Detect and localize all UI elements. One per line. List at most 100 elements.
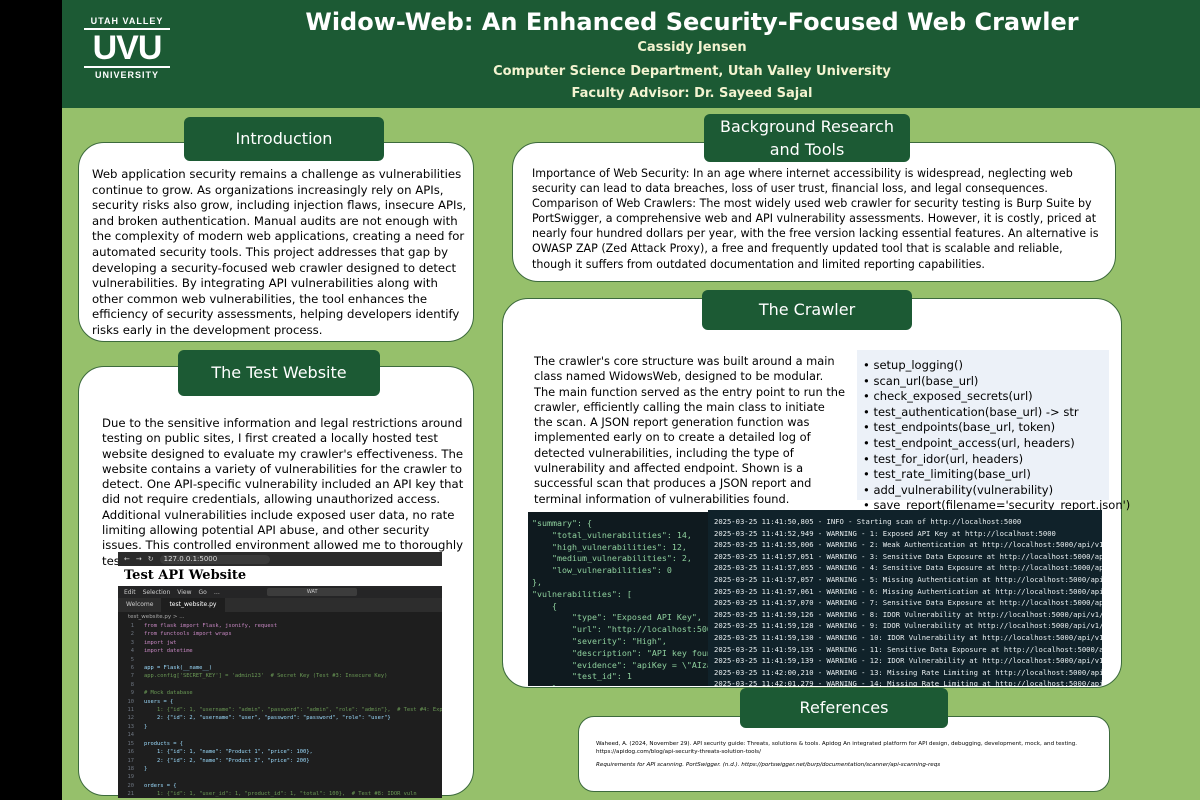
terminal-line: 2025-03-25 11:41:57,051 - WARNING - 3: S… <box>714 551 1102 561</box>
author-name: Cassidy Jensen <box>637 40 747 55</box>
terminal-line: 2025-03-25 11:41:59,126 - WARNING - 8: I… <box>714 609 1102 619</box>
menu-item[interactable]: … <box>213 588 220 596</box>
json-line: "test_id": 1 <box>532 671 632 682</box>
logo-top-text: UTAH VALLEY <box>84 16 170 30</box>
terminal-line: 2025-03-25 11:42:00,210 - WARNING - 13: … <box>714 667 1102 677</box>
introduction-body: Web application security remains a chall… <box>92 167 467 337</box>
code-text: } <box>144 723 148 730</box>
menu-item[interactable]: Go <box>198 588 207 596</box>
terminal-line: 2025-03-25 11:41:59,139 - WARNING - 12: … <box>714 656 1102 666</box>
json-line: "url": "http://localhost:5000", <box>532 624 708 635</box>
json-report: "summary": { "total_vulnerabilities": 14… <box>528 512 708 686</box>
back-icon[interactable]: ← <box>124 555 130 563</box>
crawler-function-list: • setup_logging() • scan_url(base_url) •… <box>857 350 1130 512</box>
line-number: 17 <box>127 757 135 764</box>
line-number: 20 <box>127 782 135 789</box>
editor-menubar: Edit Selection View Go … WAT <box>118 586 442 598</box>
line-number: 12 <box>127 715 135 722</box>
code-line: 7 app.config['SECRET_KEY'] = 'admin123' #… <box>118 672 442 680</box>
forward-icon[interactable]: → <box>135 555 142 563</box>
function-item: • test_rate_limiting(base_url) <box>863 467 1031 482</box>
references-heading: References <box>740 688 948 728</box>
code-text: # Mock database <box>144 690 193 697</box>
code-line: 5 <box>118 656 442 664</box>
json-line: "evidence": "apiKey = \"AIzaSy <box>532 659 708 670</box>
line-number: 7 <box>130 673 134 680</box>
code-text: app.config['SECRET_KEY'] = 'admin123' # … <box>144 673 388 680</box>
terminal-line: 2025-03-25 11:41:57,055 - WARNING - 4: S… <box>714 563 1102 573</box>
line-number: 5 <box>130 656 134 663</box>
menu-item[interactable]: View <box>177 588 192 596</box>
tab-welcome[interactable]: Welcome <box>126 601 154 608</box>
code-text: orders = { <box>144 782 177 789</box>
reference-item: Waheed, A. (2024, November 29). API secu… <box>596 741 1078 755</box>
json-line: "vulnerabilities": [ <box>532 588 632 599</box>
function-item: • test_endpoints(base_url, token) <box>863 420 1056 435</box>
code-line: 20 orders = { <box>118 782 442 790</box>
code-line: 18} <box>118 765 442 773</box>
line-number: 2 <box>130 631 134 638</box>
function-item: • check_exposed_secrets(url) <box>863 389 1033 404</box>
terminal-line: 2025-03-25 11:41:52,949 - WARNING - 1: E… <box>714 528 1056 538</box>
line-number: 16 <box>127 749 135 756</box>
background-heading: Background Research and Tools <box>704 114 910 162</box>
introduction-heading: Introduction <box>184 117 384 161</box>
department: Computer Science Department, Utah Valley… <box>493 64 891 79</box>
faculty-advisor: Faculty Advisor: Dr. Sayeed Sajal <box>571 86 813 101</box>
terminal-line: 2025-03-25 11:41:59,135 - WARNING - 11: … <box>714 644 1102 654</box>
function-item: • scan_url(base_url) <box>863 373 979 388</box>
code-text: 2: {"id": 2, "name": "Product 2", "price… <box>144 757 310 764</box>
introduction-panel <box>78 142 474 342</box>
test-website-heading: The Test Website <box>178 350 380 396</box>
terminal-line: 2025-03-25 11:41:57,070 - WARNING - 7: S… <box>714 598 1102 608</box>
json-line: "high_vulnerabilities": 12, <box>532 541 687 552</box>
background-body: Importance of Web Security: In an age wh… <box>532 167 1099 271</box>
logo-bottom-text: UNIVERSITY <box>84 66 170 80</box>
editor-tabs: Welcome test_website.py <box>118 598 442 612</box>
code-text: 2: {"id": 2, "username": "user", "passwo… <box>144 715 391 722</box>
code-line: 16 1: {"id": 1, "name": "Product 1", "pr… <box>118 748 442 756</box>
json-line: "medium_vulnerabilities": 2, <box>532 553 692 564</box>
menu-item[interactable]: Selection <box>142 588 171 596</box>
test-website-screenshot: ← → ↻ 127.0.0.1:5000 Test API Website Ed… <box>118 552 442 798</box>
line-number: 3 <box>130 639 134 646</box>
code-line: 11 1: {"id": 1, "username": "admin", "pa… <box>118 706 443 714</box>
line-number: 14 <box>127 732 135 739</box>
terminal-line: 2025-03-25 11:41:57,057 - WARNING - 5: M… <box>714 574 1102 584</box>
terminal-line: 2025-03-25 11:41:50,805 - INFO - Startin… <box>714 517 1022 526</box>
editor-search[interactable]: WAT <box>266 588 357 596</box>
menu-item[interactable]: Edit <box>124 588 136 596</box>
code-line: 13} <box>118 723 442 731</box>
terminal-line: 2025-03-25 11:41:59,130 - WARNING - 10: … <box>714 632 1102 642</box>
code-line: 19 <box>118 773 442 781</box>
uvu-logo: UTAH VALLEY UVU UNIVERSITY <box>84 16 170 88</box>
test-website-body: Due to the sensitive information and leg… <box>102 416 464 568</box>
code-line: 14 <box>118 731 442 739</box>
json-line: "description": "API key found i <box>532 647 708 658</box>
json-line: "severity": "High", <box>532 635 667 646</box>
code-text: from flask import Flask, jsonify, reques… <box>144 623 278 629</box>
crawler-heading: The Crawler <box>702 290 912 330</box>
reload-icon[interactable]: ↻ <box>147 555 154 563</box>
line-number: 6 <box>130 665 134 672</box>
function-item: • test_authentication(base_url) -> str <box>863 404 1079 419</box>
json-line: "type": "Exposed API Key", <box>532 612 702 623</box>
line-number: 15 <box>127 740 135 747</box>
terminal-line: 2025-03-25 11:42:01,279 - WARNING - 14: … <box>714 679 1102 686</box>
code-text: 1: {"id": 1, "username": "admin", "passw… <box>144 707 442 714</box>
json-line: "total_vulnerabilities": 14, <box>532 529 692 540</box>
code-line: 17 2: {"id": 2, "name": "Product 2", "pr… <box>118 757 442 765</box>
url-bar[interactable]: 127.0.0.1:5000 <box>159 554 270 564</box>
line-number: 8 <box>130 681 134 688</box>
tab-test-website[interactable]: test_website.py <box>161 598 225 612</box>
reference-item: Requirements for API scanning. PortSwigg… <box>596 762 941 768</box>
line-number: 19 <box>127 774 135 781</box>
function-item: • add_vulnerability(vulnerability) <box>863 482 1054 497</box>
